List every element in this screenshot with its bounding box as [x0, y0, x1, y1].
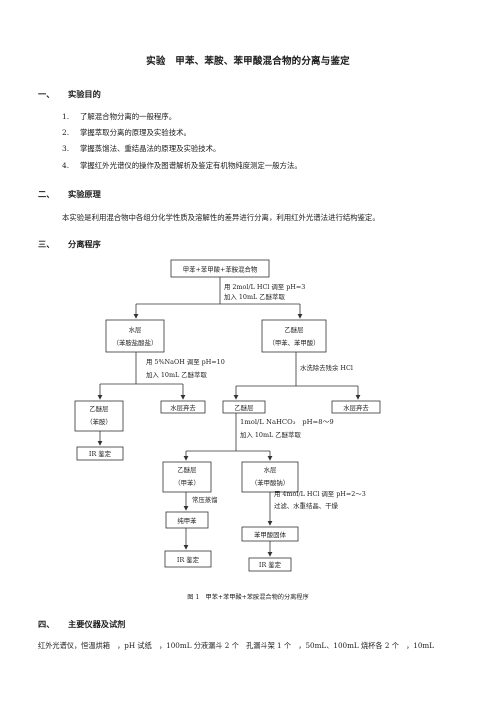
label-mixture: 甲苯+苯甲酸+苯胺混合物	[183, 265, 258, 274]
label-step1-b: 加入 10mL 乙醚萃取	[224, 292, 285, 301]
label-step5-a: 用 4mol/L HCl 调至 pH=2～3	[274, 489, 366, 498]
label-step3-a: 1mol/L NaHCO₃ pH=8～9	[240, 418, 334, 426]
box-ir-2	[164, 550, 212, 568]
label-ether1-a: 乙醚层	[284, 325, 304, 334]
section-title: 分离程序	[68, 239, 101, 249]
label-water4-a: 水层	[264, 465, 277, 474]
label-step2-a: 用 5%NaOH 调至 pH=10	[146, 357, 225, 366]
label-step5-b: 过滤、水重结晶、干燥	[274, 501, 339, 510]
objective-number: 4.	[62, 161, 70, 170]
label-water4-b: （苯甲酸钠）	[251, 478, 289, 487]
objective-item: 2. 掌握萃取分离的原理及实验技术。	[62, 127, 191, 138]
label-ether2-b: （苯胺）	[86, 417, 112, 426]
label-step2-b: 加入 10mL 乙醚萃取	[146, 370, 207, 379]
objective-number: 3.	[62, 144, 70, 153]
objective-text: 掌握蒸馏法、重结晶法的原理及实验技术。	[80, 144, 221, 153]
instruments-text: 红外光谱仪，恒温烘箱 ，pH 试纸 ，100mL 分液漏斗 2 个 孔漏斗架 1…	[38, 641, 434, 650]
label-pure-toluene: 纯甲苯	[177, 516, 197, 525]
section-heading-procedure: 三、 分离程序	[38, 238, 101, 250]
box-ether-layer-3	[222, 400, 266, 414]
box-ether-layer-4	[162, 461, 212, 493]
label-ir2: IR 鉴定	[177, 555, 200, 564]
objective-item: 4. 掌握红外光谱仪的操作及图谱解析及鉴定有机物纯度测定一般方法。	[62, 160, 302, 171]
box-water-discard-3	[331, 400, 381, 414]
label-benzoic-solid: 苯甲酸固体	[254, 530, 287, 539]
objective-text: 掌握红外光谱仪的操作及图谱解析及鉴定有机物纯度测定一般方法。	[80, 161, 302, 170]
label-wash: 水洗除去残余 HCl	[300, 363, 353, 372]
objective-item: 3. 掌握蒸馏法、重结晶法的原理及实验技术。	[62, 143, 220, 154]
section-title: 实验目的	[68, 89, 101, 99]
label-water1-a: 水层	[129, 325, 142, 334]
label-ir1: IR 鉴定	[89, 449, 112, 458]
objective-number: 1.	[62, 112, 70, 121]
section-heading-instruments: 四、 主要仪器及试剂	[38, 618, 125, 630]
box-pure-toluene	[165, 511, 209, 529]
section-heading-principle: 二、 实验原理	[38, 188, 101, 200]
section-title: 主要仪器及试剂	[68, 619, 126, 629]
document-title: 实验 甲苯、苯胺、苯甲酸混合物的分离与鉴定	[146, 56, 350, 67]
label-step3-b: 加入 10mL 乙醚萃取	[240, 430, 301, 439]
label-ether3: 乙醚层	[234, 403, 254, 412]
label-ether1-b: （甲苯、苯甲酸）	[268, 338, 319, 347]
label-water2: 水层弃去	[170, 403, 196, 412]
label-water3: 水层弃去	[343, 403, 369, 412]
box-ether-layer-1	[261, 319, 327, 353]
label-water1-b: （苯胺盐酸盐）	[113, 338, 158, 347]
objective-item: 1. 了解混合物分离的一般程序。	[62, 111, 176, 122]
section-number: 三、	[38, 239, 55, 249]
section-number: 四、	[38, 619, 55, 629]
objective-text: 了解混合物分离的一般程序。	[80, 112, 177, 121]
box-ir-1	[76, 446, 124, 461]
box-ir-3	[248, 557, 292, 572]
principle-paragraph: 本实验是利用混合物中各组分化学性质及溶解性的差异进行分离，利用红外光谱法进行结构…	[62, 213, 380, 222]
label-step4: 常压蒸馏	[192, 495, 218, 504]
label-ether4-a: 乙醚层	[177, 465, 197, 474]
label-ir3: IR 鉴定	[259, 560, 282, 569]
section-title: 实验原理	[68, 189, 101, 199]
box-ether-layer-2	[74, 400, 124, 432]
label-step1-a: 用 2mol/L HCl 调至 pH=3	[224, 282, 305, 291]
label-ether4-b: （甲苯）	[174, 478, 200, 487]
section-number: 二、	[38, 189, 55, 199]
figure-caption: 图 1 甲苯+苯甲酸+苯胺混合物的分离程序	[187, 594, 309, 601]
objective-number: 2.	[62, 128, 70, 137]
label-ether2-a: 乙醚层	[89, 404, 109, 413]
box-water-layer-1	[105, 319, 165, 353]
section-heading-objectives: 一、 实验目的	[38, 88, 101, 100]
objective-text: 掌握萃取分离的原理及实验技术。	[80, 128, 191, 137]
section-number: 一、	[38, 89, 55, 99]
box-water-discard-2	[160, 400, 206, 414]
